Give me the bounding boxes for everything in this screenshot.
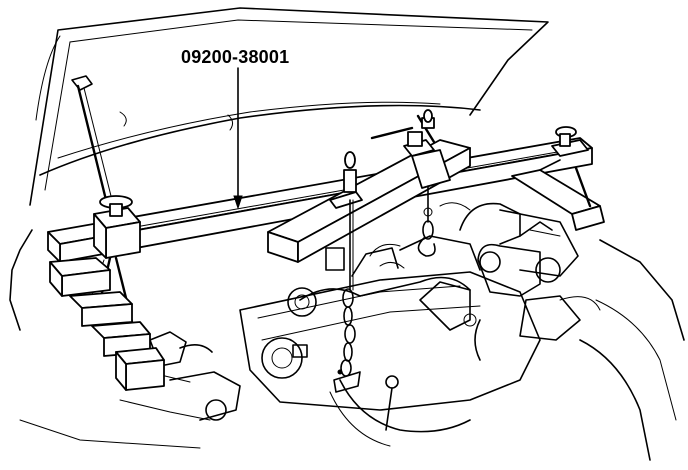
right-side-components <box>439 202 601 361</box>
part-number-leader-line <box>233 67 243 210</box>
cross-beam <box>267 109 471 263</box>
part-number-label: 09200-38001 <box>181 47 290 67</box>
left-side-components <box>119 331 241 421</box>
hood-support-rod <box>71 75 113 202</box>
lifting-chain-left <box>333 199 361 393</box>
right-support-leg <box>511 126 605 231</box>
lifting-chain-right <box>417 185 436 257</box>
left-support-leg <box>49 195 165 391</box>
fender-outline <box>9 229 685 461</box>
engine-assembly <box>239 235 541 447</box>
